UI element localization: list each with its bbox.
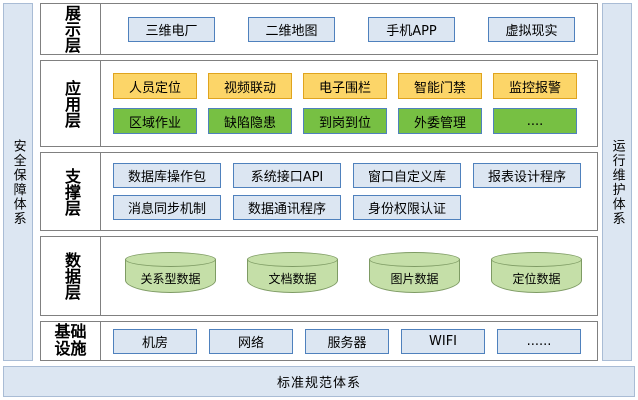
layer-infrastructure-label-cell: 基础设施 [41, 322, 101, 360]
layer-data-body: 关系型数据 文档数据 图片数据 定位数据 [101, 237, 597, 315]
left-rail-label: 安全保障体系 [10, 138, 26, 226]
node-infra-2[interactable]: 服务器 [305, 328, 389, 354]
node-app-1[interactable]: 视频联动 [208, 73, 292, 99]
layer-support: 支撑层 数据库操作包 系统接口API 窗口自定义库 报表设计程序 消息同步机制 … [40, 152, 598, 231]
node-support-3[interactable]: 报表设计程序 [473, 163, 581, 188]
database-cylinder-0-label: 关系型数据 [140, 271, 201, 286]
layer-application-row-1: 区域作业 缺陷隐患 到岗到位 外委管理 .... [107, 108, 591, 134]
right-rail-operations-system: 运行维护体系 [602, 3, 632, 361]
node-infra-3[interactable]: WIFI [401, 328, 485, 354]
cylinder-top-icon [369, 252, 460, 267]
node-app-7[interactable]: 到岗到位 [303, 108, 387, 134]
node-infra-4-more[interactable]: ...... [497, 328, 581, 354]
cylinder-top-icon [247, 252, 338, 267]
bottom-bar-standards-system: 标准规范体系 [3, 366, 635, 397]
layer-data: 数据层 关系型数据 文档数据 图片数据 [40, 236, 598, 316]
layer-display-label: 展示层 [61, 5, 81, 53]
layer-infrastructure-body: 机房 网络 服务器 WIFI ...... [101, 322, 597, 360]
layer-support-body: 数据库操作包 系统接口API 窗口自定义库 报表设计程序 消息同步机制 数据通讯… [101, 153, 597, 230]
layer-display-body: 三维电厂 二维地图 手机APP 虚拟现实 [101, 4, 597, 54]
node-app-8[interactable]: 外委管理 [398, 108, 482, 134]
layer-application-row-0: 人员定位 视频联动 电子围栏 智能门禁 监控报警 [107, 73, 591, 99]
node-app-5[interactable]: 区域作业 [113, 108, 197, 134]
layer-infrastructure-row-0: 机房 网络 服务器 WIFI ...... [107, 328, 591, 354]
node-display-2[interactable]: 手机APP [368, 16, 455, 42]
database-cylinder-2-label: 图片数据 [390, 271, 439, 286]
layer-application: 应用层 人员定位 视频联动 电子围栏 智能门禁 监控报警 区域作业 缺陷隐患 到… [40, 60, 598, 147]
layer-display-label-cell: 展示层 [41, 4, 101, 54]
node-support-5[interactable]: 数据通讯程序 [233, 195, 341, 220]
layer-infrastructure-label: 基础设施 [54, 322, 87, 358]
node-support-4[interactable]: 消息同步机制 [113, 195, 221, 220]
node-infra-0[interactable]: 机房 [113, 328, 197, 354]
node-app-0[interactable]: 人员定位 [113, 73, 197, 99]
right-rail-label: 运行维护体系 [609, 138, 625, 226]
database-cylinder-3-label: 定位数据 [512, 271, 561, 286]
node-app-2[interactable]: 电子围栏 [303, 73, 387, 99]
layer-display-row-0: 三维电厂 二维地图 手机APP 虚拟现实 [107, 16, 591, 42]
node-display-3[interactable]: 虚拟现实 [488, 16, 575, 42]
database-cylinder-3[interactable]: 定位数据 [491, 252, 582, 300]
node-support-0[interactable]: 数据库操作包 [113, 163, 221, 188]
layer-data-label-cell: 数据层 [41, 237, 101, 315]
node-infra-1[interactable]: 网络 [209, 328, 293, 354]
layer-infrastructure: 基础设施 机房 网络 服务器 WIFI ...... [40, 321, 598, 361]
layer-support-label-cell: 支撑层 [41, 153, 101, 230]
node-support-1[interactable]: 系统接口API [233, 163, 341, 188]
cylinder-top-icon [491, 252, 582, 267]
node-support-2[interactable]: 窗口自定义库 [353, 163, 461, 188]
bottom-bar-label: 标准规范体系 [276, 376, 361, 391]
layer-application-body: 人员定位 视频联动 电子围栏 智能门禁 监控报警 区域作业 缺陷隐患 到岗到位 … [101, 61, 597, 146]
database-cylinder-1[interactable]: 文档数据 [247, 252, 338, 300]
node-app-6[interactable]: 缺陷隐患 [208, 108, 292, 134]
node-app-3[interactable]: 智能门禁 [398, 73, 482, 99]
node-support-6[interactable]: 身份权限认证 [353, 195, 461, 220]
node-display-0[interactable]: 三维电厂 [128, 16, 215, 42]
node-app-9-more[interactable]: .... [493, 108, 577, 134]
layer-support-row-0: 数据库操作包 系统接口API 窗口自定义库 报表设计程序 [107, 163, 591, 188]
layer-data-label: 数据层 [61, 252, 81, 300]
database-cylinder-2[interactable]: 图片数据 [369, 252, 460, 300]
layer-application-label-cell: 应用层 [41, 61, 101, 146]
left-rail-security-system: 安全保障体系 [3, 3, 33, 361]
node-display-1[interactable]: 二维地图 [248, 16, 335, 42]
layer-display: 展示层 三维电厂 二维地图 手机APP 虚拟现实 [40, 3, 598, 55]
layer-application-label: 应用层 [61, 79, 81, 128]
layer-data-row-0: 关系型数据 文档数据 图片数据 定位数据 [107, 252, 591, 300]
cylinder-top-icon [125, 252, 216, 267]
layer-support-row-1: 消息同步机制 数据通讯程序 身份权限认证 [107, 195, 591, 220]
layer-support-label: 支撑层 [61, 167, 81, 216]
database-cylinder-1-label: 文档数据 [268, 271, 317, 286]
database-cylinder-0[interactable]: 关系型数据 [125, 252, 216, 300]
node-app-4[interactable]: 监控报警 [493, 73, 577, 99]
